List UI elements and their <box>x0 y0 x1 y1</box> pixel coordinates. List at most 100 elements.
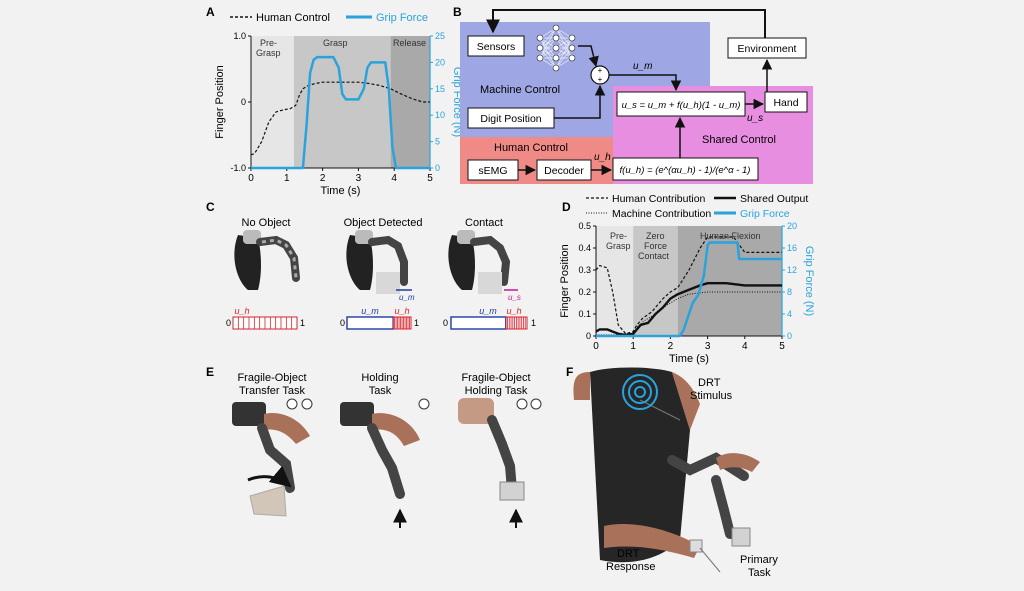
phase-pregrasp-d-2: Grasp <box>606 241 631 251</box>
mouse-icon <box>301 398 313 410</box>
legend-grip-label: Grip Force <box>376 12 428 24</box>
panel-c: C No Object Object Detected Contact u_m … <box>206 200 536 330</box>
chart-a-phase-band-0 <box>251 36 294 168</box>
activation-bar-no-object <box>232 316 298 330</box>
chart-d-y-tick-label-1: 0.1 <box>578 309 591 319</box>
bar3-min: 0 <box>443 318 448 328</box>
uh-label-bar3: u_h <box>506 306 521 316</box>
chart-a-y-tick-label-2: 1.0 <box>233 31 246 41</box>
title-no-object: No Object <box>242 217 291 229</box>
hand-illustration-no-object <box>234 230 300 290</box>
feedback-arrow <box>486 9 766 38</box>
nn-node <box>536 54 544 62</box>
phase-pregrasp-d-1: Pre- <box>610 231 627 241</box>
f-uh-box <box>612 157 759 181</box>
sum-plus-top: + <box>598 66 603 75</box>
sensors-label: Sensors <box>477 41 516 53</box>
task1-illustration <box>232 398 313 517</box>
um-arrow <box>609 74 682 92</box>
primary-task-line1: Primary <box>740 554 778 566</box>
chart-d-y-tick-label-3: 0.3 <box>578 265 591 275</box>
nn-node <box>568 44 576 52</box>
chart-d-phase-band-1 <box>633 226 678 336</box>
human-control-label: Human Control <box>494 142 568 154</box>
chart-d-y-axis-label-right: Grip Force (N) <box>803 246 815 316</box>
nn-edge <box>555 37 573 69</box>
chart-a-x-tick-label-0: 0 <box>248 173 254 184</box>
timer-icon <box>418 398 430 410</box>
chart-a-x-tick-label-4: 4 <box>391 173 397 184</box>
machine-control-label: Machine Control <box>480 84 560 96</box>
chart-a-y-right-tick-label-2: 10 <box>435 110 445 120</box>
chart-d-y-right-tick-label-3: 12 <box>787 265 797 275</box>
um-label-bar2: u_m <box>361 306 379 316</box>
task2-title-line2: Task <box>369 385 392 397</box>
bar2-max: 1 <box>414 318 419 328</box>
bar-machine-segment <box>450 316 507 330</box>
nn-node <box>552 24 560 32</box>
chart-d-y-tick-label-2: 0.2 <box>578 287 591 297</box>
chart-a-series-human-control <box>250 81 430 156</box>
nn-edge <box>539 27 557 49</box>
nn-node <box>552 34 560 42</box>
chart-d-phase-band-2 <box>677 226 782 336</box>
chart-a-x-tick-label-1: 1 <box>284 173 290 184</box>
task3-illustration <box>458 398 542 528</box>
decoder-label: Decoder <box>544 165 584 177</box>
nn-node <box>552 64 560 72</box>
nn-edge <box>539 37 557 59</box>
activation-bar-contact <box>450 316 528 330</box>
uh-arrow-label: u_h <box>594 152 611 163</box>
panel-label-f: F <box>566 365 573 379</box>
panel-f: F DRT Stimulus DRT Response Primary Task <box>566 365 778 579</box>
um-arrow-label: u_m <box>633 61 652 72</box>
phase-zero-d-1: Zero <box>646 231 665 241</box>
chart-d-y-right-tick-label-0: 0 <box>787 331 792 341</box>
drt-stimulus-line2: Stimulus <box>690 390 733 402</box>
panel-d: D Human Contribution Shared Output Machi… <box>559 193 815 365</box>
nn-node <box>568 34 576 42</box>
chart-a-x-tick-label-2: 2 <box>320 173 326 184</box>
timer-icon <box>516 398 528 410</box>
chart-d-x-tick-label-5: 5 <box>779 341 785 352</box>
bar2-min: 0 <box>340 318 345 328</box>
chart-d-x-tick-label-3: 3 <box>705 341 711 352</box>
title-object-detected: Object Detected <box>344 217 423 229</box>
panel-b: B Machine Control Human Control Shared C… <box>453 5 813 184</box>
task1-title-line1: Fragile-Object <box>237 372 306 384</box>
hand-illustration-contact: u_s <box>448 230 521 302</box>
primary-task-line2: Task <box>748 567 771 579</box>
task1-title-line2: Transfer Task <box>239 385 306 397</box>
chart-d-series-human-contribution <box>595 236 782 335</box>
chart-a-x-tick-label-5: 5 <box>427 173 433 184</box>
chart-d-x-tick-label-4: 4 <box>742 341 748 352</box>
activation-bar-object-detected <box>346 316 412 330</box>
chart-a-x-tick-label-3: 3 <box>356 173 362 184</box>
panel-label-d: D <box>562 200 571 214</box>
chart-a-y-right-tick-label-4: 20 <box>435 57 445 67</box>
nn-edge <box>539 27 557 59</box>
panel-label-a: A <box>206 5 215 19</box>
person-illustration <box>573 367 760 573</box>
environment-box <box>727 37 807 59</box>
nn-node <box>536 44 544 52</box>
nn-node <box>552 54 560 62</box>
drt-stimulus-icon <box>622 374 658 410</box>
digit-to-sum-arrow <box>554 84 606 119</box>
legend-d-grip: Grip Force <box>740 208 790 220</box>
phase-grasp-a: Grasp <box>323 38 348 48</box>
sensors-box <box>467 35 525 57</box>
chart-a-y-tick-label-1: 0 <box>241 97 246 107</box>
transfer-arrow <box>247 465 292 488</box>
phase-pregrasp-a-2: Grasp <box>256 48 281 58</box>
um-bracket-label-c: u_m <box>399 293 415 302</box>
legend-human-label: Human Control <box>256 12 330 24</box>
phase-zero-d-2: Force <box>644 241 667 251</box>
bar1-min: 0 <box>226 318 231 328</box>
chart-d-y-right-tick-label-2: 8 <box>787 287 792 297</box>
legend-d-human: Human Contribution <box>612 193 706 205</box>
chart-a-phase-band-1 <box>293 36 391 168</box>
neural-network-icon <box>536 24 576 72</box>
